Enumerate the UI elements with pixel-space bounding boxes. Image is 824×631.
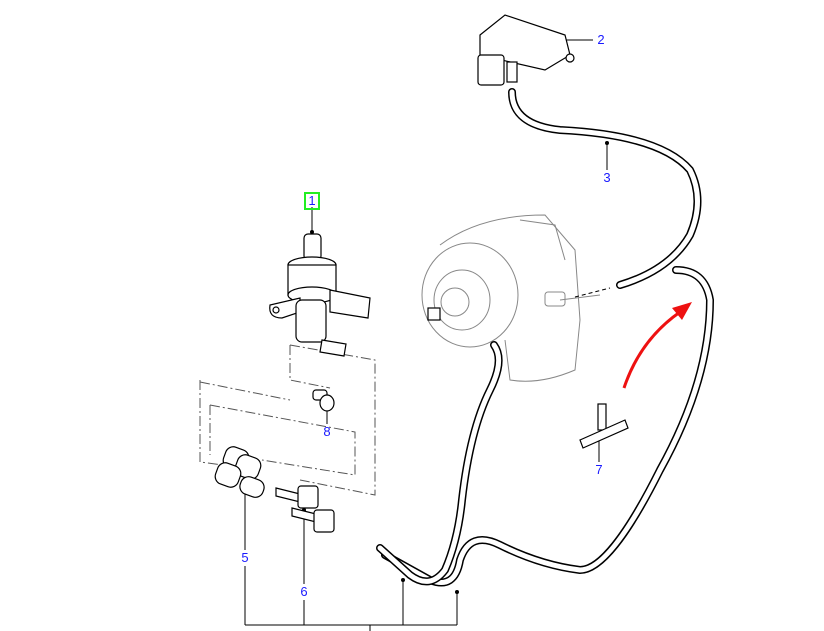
callout-5[interactable]: 5: [241, 550, 249, 565]
direction-arrow-icon: [622, 302, 692, 389]
callout-2[interactable]: 2: [597, 32, 605, 47]
callout-7[interactable]: 7: [595, 462, 603, 477]
connector-part-5: [214, 446, 265, 498]
callout-6[interactable]: 6: [300, 584, 308, 599]
egr-valve: [421, 214, 601, 382]
fitting-part-6: [275, 485, 335, 533]
pressure-sensor-part-2: [477, 14, 575, 86]
callout-8[interactable]: 8: [323, 424, 331, 439]
callout-3[interactable]: 3: [603, 170, 611, 185]
bolt-part-8: [312, 389, 335, 412]
vacuum-solenoid-part-1: [269, 233, 371, 357]
callout-1[interactable]: 1: [304, 192, 320, 210]
vacuum-hoses: [376, 88, 714, 587]
t-connector-part-7: [579, 403, 629, 449]
